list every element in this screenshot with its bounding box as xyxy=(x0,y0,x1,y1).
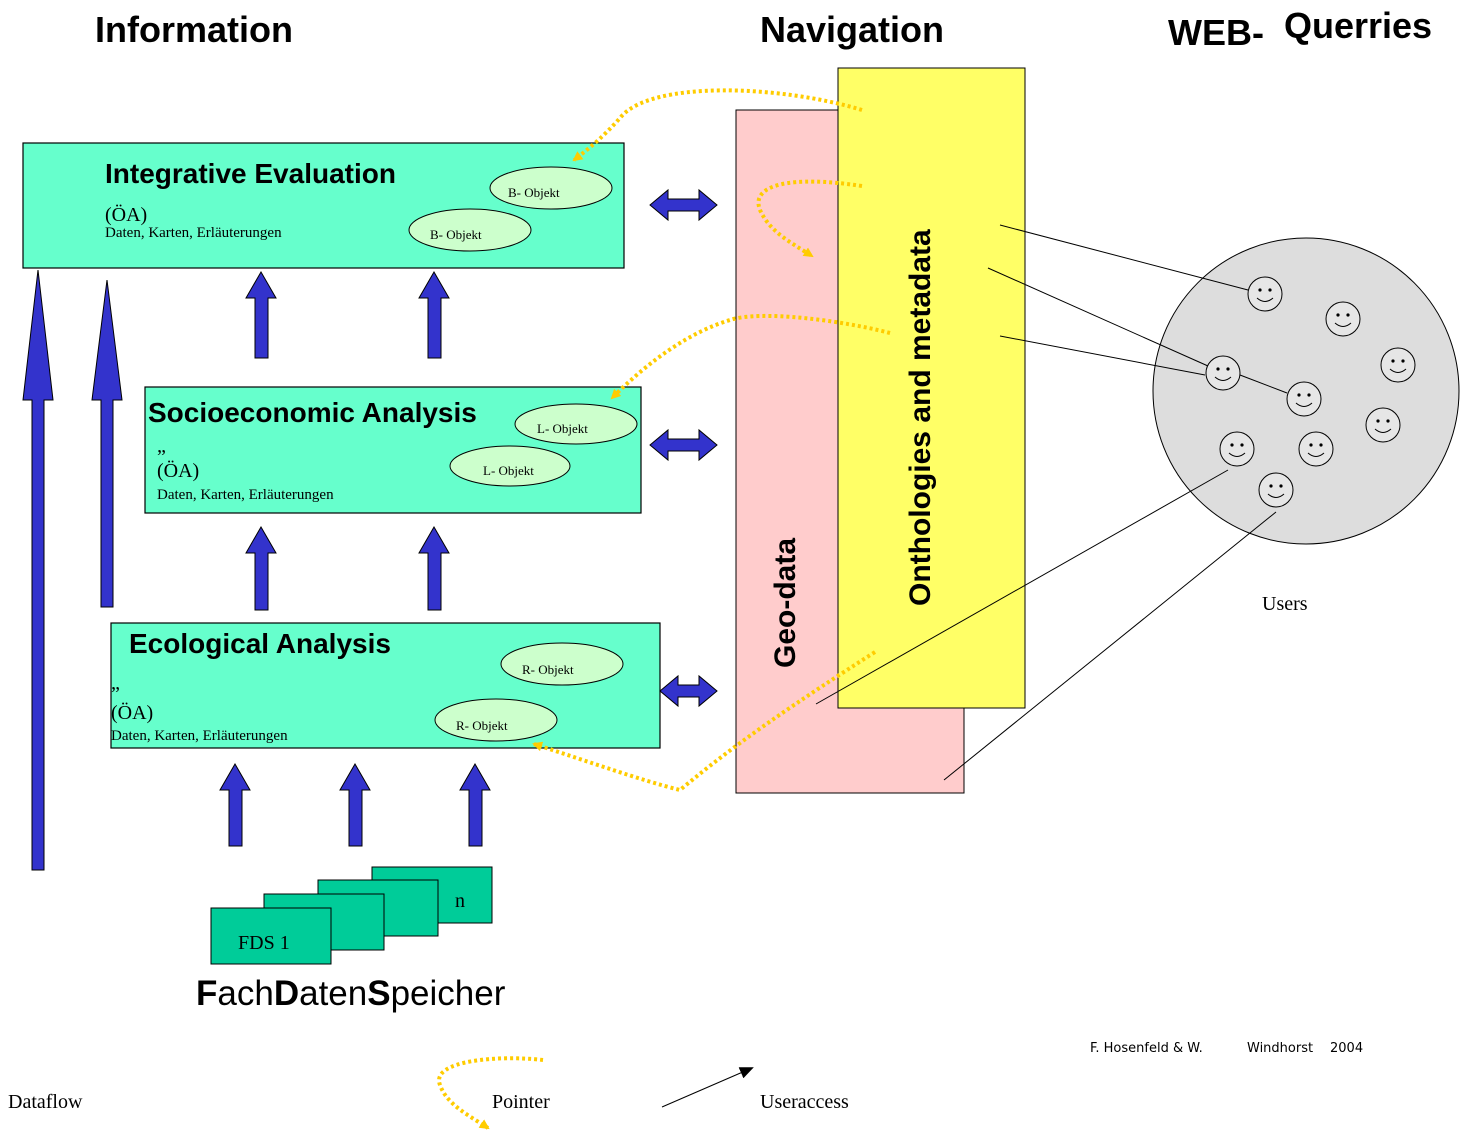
socioeconomic-analysis-title: Socioeconomic Analysis xyxy=(148,397,477,428)
dataflow-arrow-up xyxy=(339,762,371,847)
socioeconomic-code: (ÖA) xyxy=(157,459,199,482)
caption-f: F xyxy=(196,974,217,1013)
caption-s: S xyxy=(367,974,390,1013)
ontologies-metadata-label: Onthologies and metadata xyxy=(904,229,937,606)
integrative-evaluation-box: Integrative Evaluation (ÖA) Daten, Karte… xyxy=(22,142,625,269)
r-objekt-label-2: R- Objekt xyxy=(456,718,508,733)
user-smiley-icon xyxy=(1380,347,1416,383)
geo-data-label: Geo-data xyxy=(769,538,802,668)
l-objekt-ellipse-2 xyxy=(449,445,571,487)
caption-peicher: peicher xyxy=(391,974,506,1013)
ecological-items: Daten, Karten, Erläuterungen xyxy=(111,728,288,744)
legend-dataflow: Dataflow xyxy=(8,1091,83,1113)
user-smiley-icon xyxy=(1247,276,1283,312)
credit-year: 2004 xyxy=(1330,1041,1363,1056)
ontologies-metadata-panel xyxy=(837,67,1026,709)
ecological-analysis-box: Ecological Analysis „ (ÖA) Daten, Karten… xyxy=(110,622,661,749)
header-web-queries: Querries xyxy=(1284,5,1432,46)
b-objekt-label-1: B- Objekt xyxy=(508,185,560,200)
caption-aten: aten xyxy=(299,974,367,1013)
header-information: Information xyxy=(95,9,293,50)
l-objekt-label-2: L- Objekt xyxy=(483,463,534,478)
ecological-analysis-title: Ecological Analysis xyxy=(129,628,391,659)
ecological-quote: „ xyxy=(111,672,120,694)
fds-1-label: FDS 1 xyxy=(238,932,290,954)
socioeconomic-analysis-box: Socioeconomic Analysis „ (ÖA) Daten, Kar… xyxy=(144,386,642,514)
dataflow-arrow-long xyxy=(22,269,54,871)
user-smiley-icon xyxy=(1205,355,1241,391)
dataflow-arrow-up xyxy=(459,762,491,847)
socioeconomic-items: Daten, Karten, Erläuterungen xyxy=(157,487,334,503)
integrative-items: Daten, Karten, Erläuterungen xyxy=(105,225,282,241)
user-smiley-icon xyxy=(1258,472,1294,508)
double-arrow-socioeconomic xyxy=(649,428,718,462)
double-arrow-ecological xyxy=(659,674,718,708)
b-objekt-label-2: B- Objekt xyxy=(430,227,482,242)
header-navigation: Navigation xyxy=(760,9,944,50)
credit-authors: F. Hosenfeld & W. xyxy=(1090,1041,1203,1056)
r-objekt-label-1: R- Objekt xyxy=(522,662,574,677)
dataflow-arrow-up xyxy=(418,270,450,359)
legend-useraccess: Useraccess xyxy=(760,1091,849,1113)
caption-ach: ach xyxy=(217,974,273,1013)
legend-pointer: Pointer xyxy=(492,1091,550,1113)
user-smiley-icon xyxy=(1286,381,1322,417)
user-smiley-icon xyxy=(1325,301,1361,337)
ecological-code: (ÖA) xyxy=(111,701,153,724)
pointer-curves xyxy=(532,88,891,793)
user-smiley-icon xyxy=(1219,431,1255,467)
user-smiley-icon xyxy=(1298,431,1334,467)
dataflow-arrow-up xyxy=(245,270,277,359)
users-label: Users xyxy=(1262,593,1308,615)
fds-stack: n FDS 1 xyxy=(210,866,493,965)
user-access-lines xyxy=(815,224,1288,781)
credit-name: Windhorst xyxy=(1247,1041,1313,1056)
fachdatenspeicher-caption: FachDatenSpeicher xyxy=(196,974,506,1013)
r-objekt-ellipse-1 xyxy=(500,642,624,686)
double-arrow-integrative xyxy=(649,188,718,222)
l-objekt-label-1: L- Objekt xyxy=(537,421,588,436)
b-objekt-ellipse-2 xyxy=(408,208,532,252)
legend-useraccess-arrow-icon xyxy=(661,1067,754,1108)
integrative-evaluation-title: Integrative Evaluation xyxy=(105,158,396,189)
legend-pointer-icon xyxy=(437,1056,544,1130)
user-smiley-icon xyxy=(1365,407,1401,443)
dataflow-arrow-up xyxy=(219,762,251,847)
dataflow-arrow-short xyxy=(91,279,123,608)
caption-d: D xyxy=(274,974,299,1013)
fds-n-label: n xyxy=(455,890,465,912)
dataflow-arrow-up xyxy=(245,525,277,611)
dataflow-arrow-up xyxy=(418,525,450,611)
l-objekt-ellipse-1 xyxy=(514,403,638,445)
socioeconomic-quote: „ xyxy=(157,435,166,457)
integrative-code: (ÖA) xyxy=(105,203,147,226)
r-objekt-ellipse-2 xyxy=(434,698,558,742)
header-web-queries-prefix: WEB- xyxy=(1168,12,1264,53)
b-objekt-ellipse-1 xyxy=(489,166,613,210)
